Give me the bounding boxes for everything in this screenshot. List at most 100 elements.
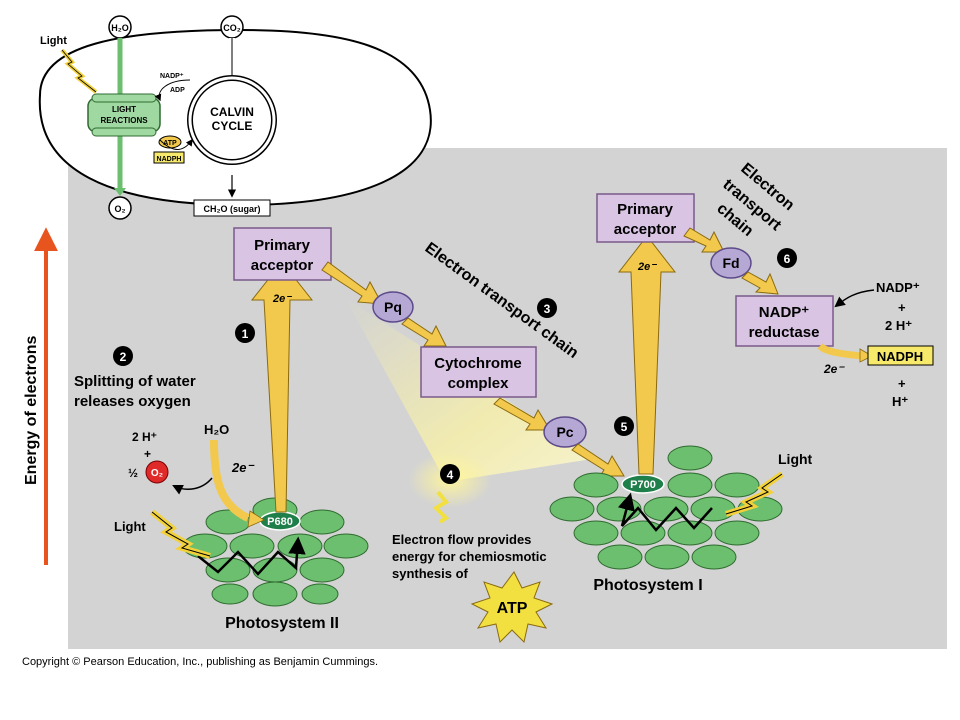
water-split-label-2: releases oxygen xyxy=(74,393,191,410)
nadp-reductase-box xyxy=(735,295,834,347)
ps1-light-label: Light xyxy=(778,451,813,467)
chemiosmosis-text-3: synthesis of xyxy=(392,566,469,581)
inset-sugar: CH₂O (sugar) xyxy=(203,204,260,214)
svg-text:½: ½ xyxy=(128,466,138,480)
svg-text:Fd: Fd xyxy=(722,255,739,271)
inset-light-reactions: LIGHT REACTIONS xyxy=(87,93,161,137)
inset-light-label: Light xyxy=(40,35,67,47)
atp-label: ATP xyxy=(497,600,528,617)
svg-text:+: + xyxy=(898,376,906,391)
inset-calvin-cycle: CALVIN CYCLE xyxy=(187,75,277,165)
ps2-h2o: H₂O xyxy=(204,422,229,437)
ps2-water-electron-arrow xyxy=(210,439,250,522)
chemiosmosis-bolt xyxy=(432,490,450,524)
nadp-in-label: NADP⁺ xyxy=(876,280,920,295)
ps2-excitation-arrow xyxy=(250,261,314,513)
svg-text:Primary: Primary xyxy=(617,201,674,218)
step-3-marker xyxy=(537,298,557,318)
svg-text:2 H⁺: 2 H⁺ xyxy=(885,318,912,333)
electron-transport-chain-2: Electron transport chain Fd xyxy=(683,160,797,295)
svg-text:6: 6 xyxy=(784,252,791,266)
ps2-water-2e: 2e⁻ xyxy=(231,460,255,475)
etc-arrow-pq-cytochrome xyxy=(401,317,447,347)
step-4-marker xyxy=(440,464,460,484)
ps1-reaction-center xyxy=(621,474,665,494)
svg-text:2 H⁺: 2 H⁺ xyxy=(132,430,157,444)
svg-text:Pq: Pq xyxy=(384,299,402,315)
energy-axis-label: Energy of electrons xyxy=(23,336,40,485)
photosystem-i: P700 Photosystem I Light 2e⁻ Primary acc… xyxy=(549,193,813,594)
step-6-marker xyxy=(777,248,797,268)
svg-text:CYCLE: CYCLE xyxy=(212,119,253,133)
svg-text:4: 4 xyxy=(447,468,454,482)
inset-co2: CO₂ xyxy=(223,23,241,33)
etc2-arrow-fd-reductase xyxy=(741,271,779,295)
svg-text:Pc: Pc xyxy=(556,424,573,440)
ps2-o2-molecule xyxy=(145,460,169,484)
svg-text:reductase: reductase xyxy=(749,324,820,341)
nadp-reductase: NADP⁺ reductase NADP⁺ + 2 H⁺ 2e⁻ NADPH +… xyxy=(735,280,934,409)
etc-arrow-acceptor-pq xyxy=(321,261,383,305)
fd-carrier xyxy=(710,247,752,279)
ps1-label: Photosystem I xyxy=(593,577,702,594)
ps2-energy-path xyxy=(197,536,306,576)
diagram-panel xyxy=(68,148,947,649)
inset-o2: O₂ xyxy=(115,204,126,214)
svg-text:NADP⁺: NADP⁺ xyxy=(759,304,810,321)
ps1-primary-acceptor xyxy=(596,193,695,243)
atp-starburst xyxy=(470,571,554,643)
svg-text:REACTIONS: REACTIONS xyxy=(100,116,148,125)
svg-text:acceptor: acceptor xyxy=(251,257,314,274)
svg-text:complex: complex xyxy=(448,375,510,392)
chloroplast-inset: H₂O CO₂ O₂ Light LIGHT REACTIONS CALVIN xyxy=(38,15,432,220)
ps2-light-label: Light xyxy=(114,519,146,534)
cytochrome-complex xyxy=(420,346,537,398)
ps2-2e-label: 2e⁻ xyxy=(272,293,292,305)
etc2-arrow-acceptor-fd xyxy=(683,227,725,253)
svg-text:acceptor: acceptor xyxy=(614,221,677,238)
svg-text:1: 1 xyxy=(242,327,249,341)
svg-text:Primary: Primary xyxy=(254,237,311,254)
svg-text:NADPH: NADPH xyxy=(877,349,923,364)
svg-text:Cytochrome: Cytochrome xyxy=(434,355,522,372)
nadph-box xyxy=(867,345,934,366)
photosystem-ii: P680 Photosystem II Light 2e⁻ Primary ac… xyxy=(114,227,369,632)
ps1-energy-path xyxy=(617,492,713,532)
nadph-output-arrow xyxy=(817,343,863,360)
nadp-input-arrow xyxy=(834,289,875,308)
svg-text:ADP: ADP xyxy=(170,87,185,94)
ps1-2e-label: 2e⁻ xyxy=(637,261,657,273)
pq-carrier xyxy=(372,291,414,323)
inset-h2o: H₂O xyxy=(111,23,129,33)
svg-text:LIGHT: LIGHT xyxy=(112,105,136,114)
step-1-marker xyxy=(235,323,255,343)
svg-text:3: 3 xyxy=(544,302,551,316)
svg-text:5: 5 xyxy=(621,420,628,434)
step-5-marker xyxy=(614,416,634,436)
pc-carrier xyxy=(543,416,587,448)
svg-text:H⁺: H⁺ xyxy=(892,394,908,409)
etc-arrow-cytochrome-pc xyxy=(493,397,551,431)
ps2-primary-acceptor xyxy=(233,227,332,281)
svg-text:NADPH: NADPH xyxy=(157,156,182,163)
svg-text:NADP⁺: NADP⁺ xyxy=(160,73,184,80)
ps1-excitation-arrow xyxy=(617,235,677,475)
water-split-label: Splitting of water xyxy=(74,373,196,390)
reductase-2e: 2e⁻ xyxy=(823,362,845,376)
svg-text:2: 2 xyxy=(120,350,127,364)
etc-arrow-pc-p700 xyxy=(571,443,625,477)
step-2-marker xyxy=(113,346,133,366)
copyright-notice: Copyright © Pearson Education, Inc., pub… xyxy=(22,656,379,668)
chemiosmosis-text-2: energy for chemiosmotic xyxy=(392,549,547,564)
ps2-reaction-center-label: P680 xyxy=(267,516,293,528)
svg-text:ATP: ATP xyxy=(163,140,177,147)
svg-text:+: + xyxy=(898,300,906,315)
ps2-oxygen-arrow xyxy=(172,477,213,495)
ps2-label: Photosystem II xyxy=(225,615,339,632)
svg-text:CALVIN: CALVIN xyxy=(210,105,254,119)
ps1-reaction-center-label: P700 xyxy=(630,479,656,491)
svg-text:O₂: O₂ xyxy=(151,468,163,479)
chemiosmosis-text-1: Electron flow provides xyxy=(392,532,531,547)
svg-text:+: + xyxy=(144,447,151,461)
